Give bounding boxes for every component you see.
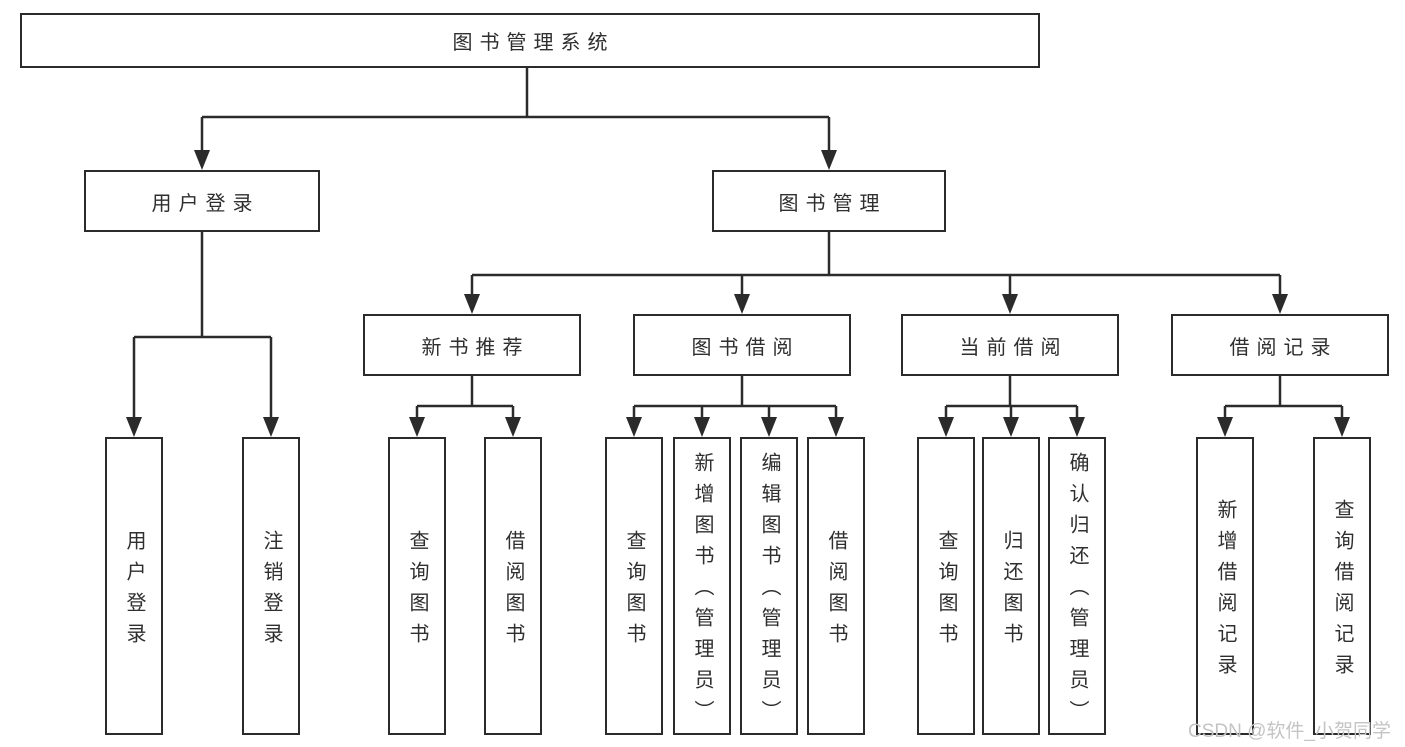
leaf-bb-query-book: 查询图书 <box>605 437 663 735</box>
node-label: 借阅记录 <box>1229 336 1338 359</box>
node-label: 查询图书 <box>935 529 957 654</box>
node-label: 用户登录 <box>123 529 145 654</box>
arrowheads <box>126 150 1350 437</box>
node-label: 查询图书 <box>406 529 428 654</box>
node-label: 注销登录 <box>260 529 282 654</box>
leaf-nbr-borrow-book: 借阅图书 <box>484 437 542 735</box>
leaf-br-add-record: 新增借阅记录 <box>1196 437 1254 735</box>
leaf-bb-edit-book-admin: 编辑图书（管理员） <box>740 437 798 735</box>
node-current-borrow: 当前借阅 <box>901 314 1119 376</box>
node-label: 图书管理 <box>778 192 887 215</box>
node-label: 借阅图书 <box>502 529 524 654</box>
node-user-login: 用户登录 <box>84 170 320 232</box>
leaf-cb-return-book: 归还图书 <box>982 437 1040 735</box>
leaf-cb-confirm-return-admin: 确认归还（管理员） <box>1048 437 1106 735</box>
node-book-borrow: 图书借阅 <box>633 314 851 376</box>
node-label: 确认归还（管理员） <box>1066 452 1088 731</box>
node-label: 图书管理系统 <box>452 32 615 54</box>
node-label: 新增图书（管理员） <box>691 452 713 731</box>
node-label: 查询图书 <box>623 529 645 654</box>
tree-edges <box>132 68 1344 419</box>
node-label: 新书推荐 <box>421 336 530 359</box>
leaf-user-login: 用户登录 <box>105 437 163 735</box>
node-borrow-records: 借阅记录 <box>1171 314 1389 376</box>
node-root-system: 图书管理系统 <box>20 13 1040 68</box>
node-book-management: 图书管理 <box>712 170 946 232</box>
leaf-bb-borrow-book: 借阅图书 <box>807 437 865 735</box>
csdn-watermark: CSDN @软件_小贺同学 <box>1188 721 1391 742</box>
leaf-br-query-record: 查询借阅记录 <box>1313 437 1371 735</box>
node-label: 查询借阅记录 <box>1331 498 1353 685</box>
node-label: 用户登录 <box>151 192 260 215</box>
leaf-logout-login: 注销登录 <box>242 437 300 735</box>
node-label: 编辑图书（管理员） <box>758 452 780 731</box>
node-label: 新增借阅记录 <box>1214 498 1236 685</box>
node-label: 当前借阅 <box>959 336 1068 359</box>
leaf-cb-query-book: 查询图书 <box>917 437 975 735</box>
node-label: 借阅图书 <box>825 529 847 654</box>
node-new-book-recommend: 新书推荐 <box>363 314 581 376</box>
node-label: 图书借阅 <box>691 336 800 359</box>
leaf-bb-add-book-admin: 新增图书（管理员） <box>673 437 731 735</box>
node-label: 归还图书 <box>1000 529 1022 654</box>
leaf-nbr-query-book: 查询图书 <box>388 437 446 735</box>
